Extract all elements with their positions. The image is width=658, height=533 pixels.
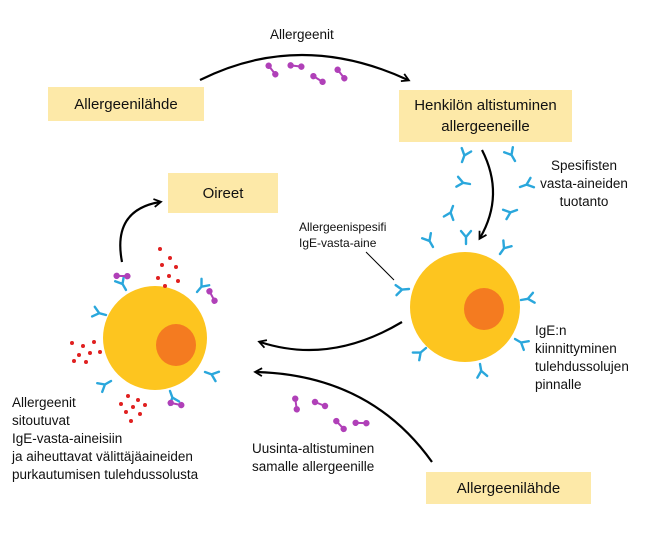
ige-binding-line-1: IgE:n (535, 323, 567, 338)
ige-specific-line-2: IgE-vasta-aine (299, 236, 377, 250)
ige-binding-line-4: pinnalle (535, 377, 582, 392)
allergens-binding-label: Allergeenit sitoutuvat IgE-vasta-aineisi… (12, 394, 198, 484)
allergens-binding-line-2: sitoutuvat (12, 413, 70, 428)
allergens-bottom (286, 393, 372, 435)
mediator-dots (70, 247, 180, 423)
ige-specific-label: Allergeenispesifi IgE-vasta-aine (299, 219, 386, 251)
allergens-top-label: Allergeenit (270, 27, 334, 42)
ige-binding-line-3: tulehdussolujen (535, 359, 629, 374)
allergens-binding-line-3: IgE-vasta-aineisiin (12, 431, 123, 446)
ige-specific-line-1: Allergeenispesifi (299, 220, 387, 234)
exposure-line-1: Henkilön altistuminen (414, 97, 557, 114)
arrow-reexposure (253, 367, 433, 463)
symptoms-box: Oireet (168, 173, 278, 213)
allergen-source-box-bottom: Allergeenilähde (426, 472, 591, 504)
inflammatory-cell-left (90, 267, 223, 412)
arrow-to-symptoms (119, 198, 163, 263)
allergens-binding-line-1: Allergeenit (12, 395, 76, 410)
arrow-cell-to-cell (257, 321, 403, 352)
antibody-production-line-2: vasta-aineiden (540, 176, 628, 191)
antibody-production-line-3: tuotanto (559, 194, 609, 209)
symptoms-label: Oireet (202, 184, 244, 202)
exposure-box: Henkilön altistuminen allergeeneille (399, 90, 572, 142)
arrow-exposure-to-cell (478, 149, 495, 241)
ige-pointer-line (365, 251, 395, 281)
allergen-source-top-label: Allergeenilähde (74, 95, 178, 113)
antibody-production-label: Spesifisten vasta-aineiden tuotanto (534, 157, 634, 211)
allergens-top (261, 57, 352, 87)
inflammatory-cell-right (394, 229, 536, 379)
antibody-production-line-1: Spesifisten (550, 158, 618, 173)
allergen-source-bottom-label: Allergeenilähde (456, 479, 561, 497)
re-exposure-line-2: samalle allergeenille (252, 459, 375, 474)
allergens-binding-line-5: purkautumisen tulehdussolusta (12, 467, 199, 482)
free-antibodies (442, 146, 536, 222)
re-exposure-line-1: Uusinta-altistuminen (252, 441, 375, 456)
re-exposure-label: Uusinta-altistuminen samalle allergeenil… (252, 440, 374, 476)
ige-binding-label: IgE:n kiinnittyminen tulehdussolujen pin… (535, 322, 629, 394)
allergens-binding-line-4: ja aiheuttavat välittäjäaineiden (12, 449, 193, 464)
arrow-source-to-exposure (199, 54, 411, 83)
exposure-line-2: allergeeneille (441, 118, 530, 135)
ige-binding-line-2: kiinnittyminen (535, 341, 617, 356)
allergen-source-box-top: Allergeenilähde (48, 87, 204, 121)
